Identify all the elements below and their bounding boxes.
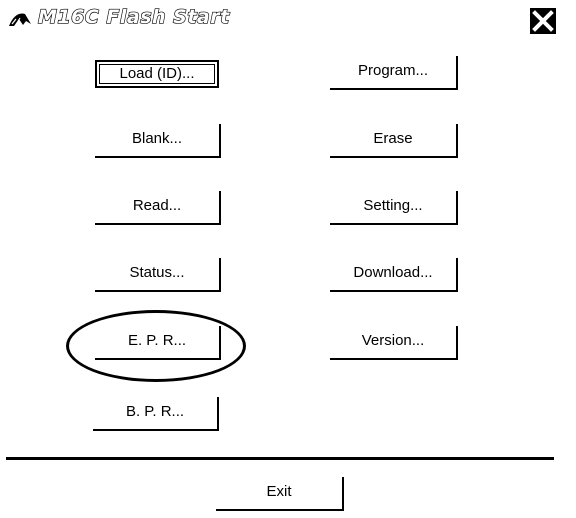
version-label: Version... bbox=[361, 332, 425, 349]
blank-label: Blank... bbox=[131, 130, 183, 147]
download-label: Download... bbox=[353, 264, 433, 281]
setting-label: Setting... bbox=[363, 197, 423, 214]
epr-button[interactable]: E. P. R... bbox=[95, 326, 221, 360]
close-icon bbox=[532, 10, 554, 32]
load-id-label: Load (ID)... bbox=[119, 65, 195, 82]
close-button[interactable] bbox=[530, 8, 556, 34]
flash-logo-icon bbox=[9, 13, 31, 26]
bpr-label: B. P. R... bbox=[125, 403, 185, 420]
window-title: M16C Flash Start bbox=[37, 5, 230, 28]
read-button[interactable]: Read... bbox=[95, 191, 221, 225]
focus-frame bbox=[99, 64, 215, 84]
program-button[interactable]: Program... bbox=[330, 56, 458, 90]
status-label: Status... bbox=[129, 264, 185, 281]
setting-button[interactable]: Setting... bbox=[330, 191, 458, 225]
download-button[interactable]: Download... bbox=[330, 258, 458, 292]
erase-label: Erase bbox=[373, 130, 413, 147]
separator-line bbox=[6, 457, 554, 460]
exit-label: Exit bbox=[266, 483, 292, 500]
epr-label: E. P. R... bbox=[127, 332, 187, 349]
status-button[interactable]: Status... bbox=[95, 258, 221, 292]
exit-button[interactable]: Exit bbox=[216, 477, 344, 511]
bpr-button[interactable]: B. P. R... bbox=[93, 397, 219, 431]
erase-button[interactable]: Erase bbox=[330, 124, 458, 158]
read-label: Read... bbox=[132, 197, 182, 214]
blank-button[interactable]: Blank... bbox=[95, 124, 221, 158]
version-button[interactable]: Version... bbox=[330, 326, 458, 360]
program-label: Program... bbox=[357, 62, 429, 79]
load-id-button[interactable]: Load (ID)... bbox=[95, 60, 219, 88]
